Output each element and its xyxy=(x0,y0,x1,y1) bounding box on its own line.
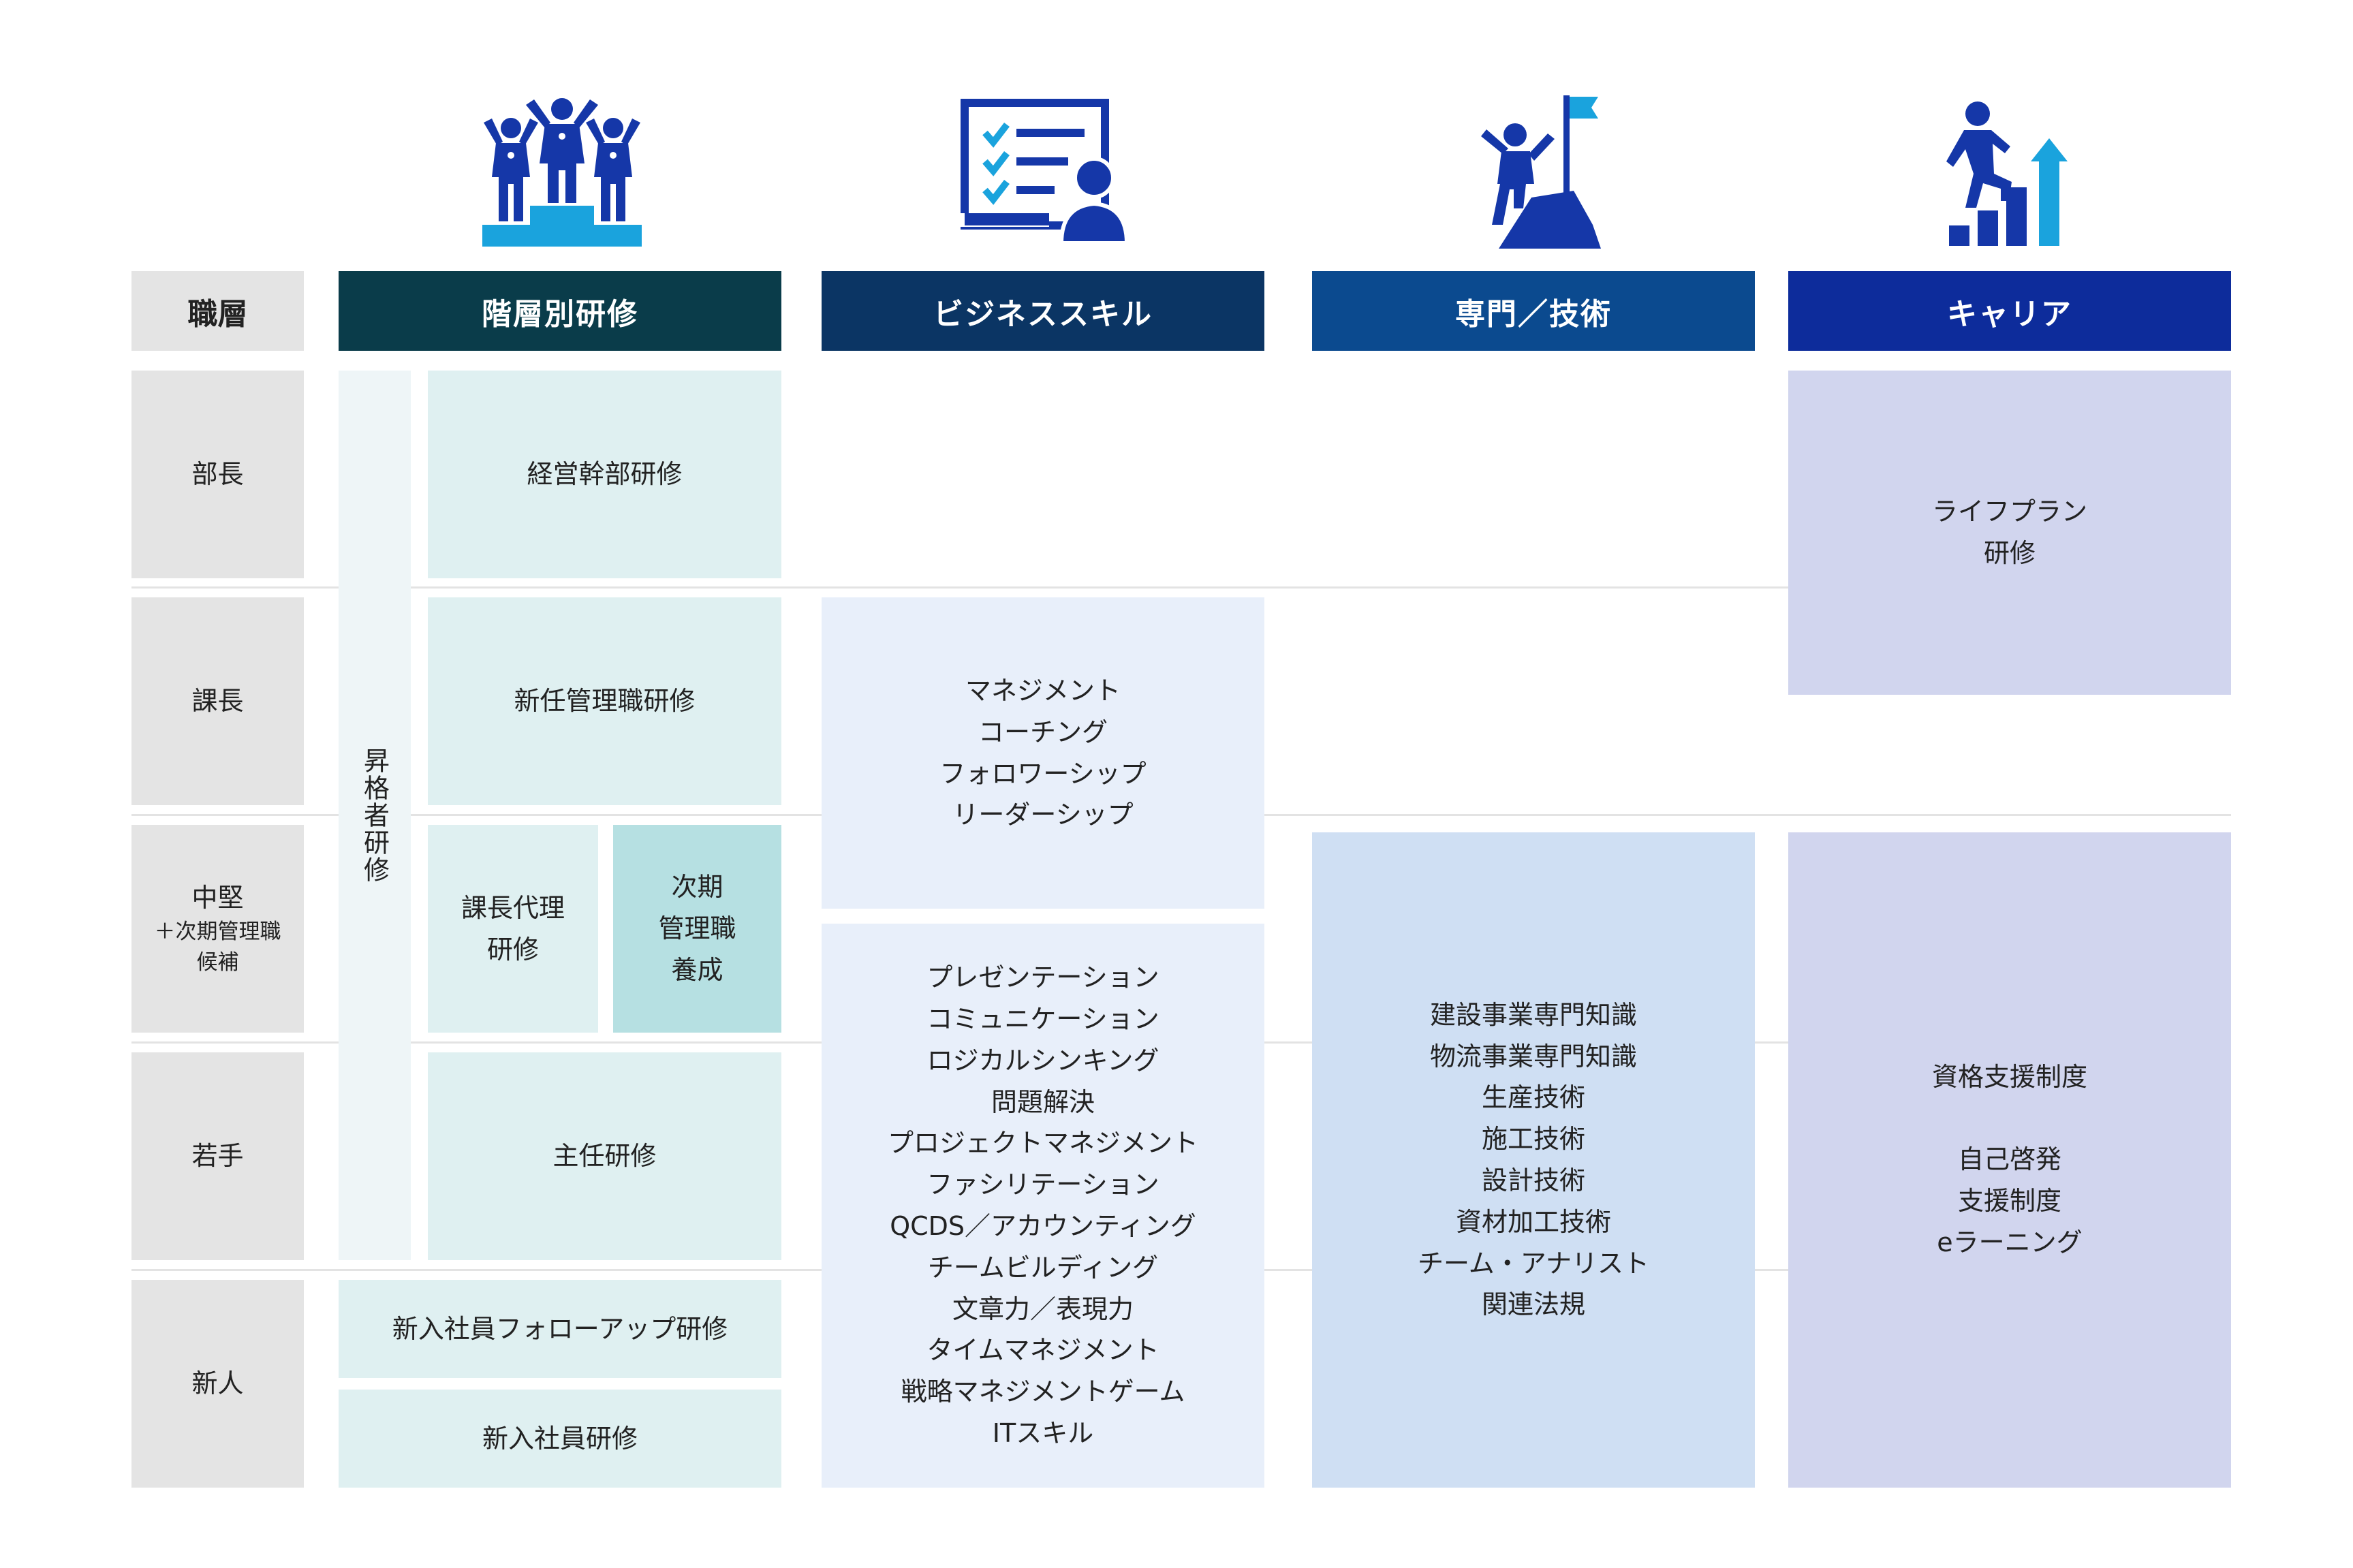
header-business: ビジネススキル xyxy=(822,271,1264,351)
career-item: eラーニング xyxy=(1937,1227,2083,1257)
cell-business-upper: マネジメント コーチング フォロワーシップ リーダーシップ xyxy=(822,597,1264,909)
cell-shinnyu: 新入社員研修 xyxy=(339,1390,781,1488)
header-rank: 職層 xyxy=(131,271,304,351)
senmon-item: 生産技術 xyxy=(1481,1082,1585,1113)
cell-keiei-label: 経営幹部研修 xyxy=(527,459,683,490)
business-item: ITスキル xyxy=(992,1417,1094,1448)
lifeplan-line: 研修 xyxy=(1983,538,2036,568)
business-item: プレゼンテーション xyxy=(926,962,1159,993)
business-item: ファシリテーション xyxy=(926,1170,1159,1200)
business-item: リーダーシップ xyxy=(952,800,1134,830)
senmon-item: 設計技術 xyxy=(1481,1165,1585,1195)
step-up-growth-icon xyxy=(1938,99,2081,249)
business-item: コーチング xyxy=(978,717,1108,747)
cell-jiki-line: 養成 xyxy=(671,954,723,985)
career-item: 自己啓発 xyxy=(1957,1144,2061,1175)
cell-shunin: 主任研修 xyxy=(428,1052,781,1260)
rank-chuken-label: 中堅 xyxy=(191,883,244,913)
header-career-label: キャリア xyxy=(1947,296,2072,332)
header-senmon: 専門／技術 xyxy=(1312,271,1755,351)
rank-shinjin: 新人 xyxy=(131,1280,304,1488)
business-item: コミュニケーション xyxy=(926,1004,1159,1035)
shoukaku-strip: 昇格者研修 xyxy=(339,371,411,1260)
cell-business-lower: プレゼンテーション コミュニケーション ロジカルシンキング 問題解決 プロジェク… xyxy=(822,924,1264,1488)
rank-bucho: 部長 xyxy=(131,371,304,578)
senmon-item: 建設事業専門知識 xyxy=(1429,999,1637,1030)
shoukaku-label: 昇格者研修 xyxy=(359,747,390,883)
rank-bucho-label: 部長 xyxy=(191,458,244,489)
business-item: 戦略マネジメントゲーム xyxy=(901,1377,1185,1407)
header-senmon-label: 専門／技術 xyxy=(1455,296,1612,332)
header-kaisou: 階層別研修 xyxy=(339,271,781,351)
cell-kacho-dairi-line: 研修 xyxy=(486,934,539,965)
lifeplan-line: ライフプラン xyxy=(1931,497,2087,527)
cell-keiei: 経営幹部研修 xyxy=(428,371,781,578)
cell-shinnin: 新任管理職研修 xyxy=(428,597,781,805)
cell-senmon: 建設事業専門知識 物流事業専門知識 生産技術 施工技術 設計技術 資材加工技術 … xyxy=(1312,832,1755,1488)
checklist-person-icon xyxy=(961,99,1131,245)
business-item: 問題解決 xyxy=(991,1086,1095,1117)
business-item: タイムマネジメント xyxy=(926,1335,1159,1366)
cell-shinnin-label: 新任管理職研修 xyxy=(514,686,696,717)
cell-shinnyu-label: 新入社員研修 xyxy=(482,1423,638,1454)
business-item: チームビルディング xyxy=(927,1252,1159,1283)
cell-kacho-dairi-line: 課長代理 xyxy=(461,892,565,923)
senmon-item: 関連法規 xyxy=(1481,1289,1585,1320)
senmon-item: チーム・アナリスト xyxy=(1417,1248,1650,1279)
senmon-item: 物流事業専門知識 xyxy=(1429,1041,1637,1071)
rank-chuken-sub: ＋次期管理職 xyxy=(154,920,281,945)
rank-wakate-label: 若手 xyxy=(191,1140,244,1171)
cell-shunin-label: 主任研修 xyxy=(552,1141,657,1172)
business-item: プロジェクトマネジメント xyxy=(887,1128,1198,1159)
business-item: ロジカルシンキング xyxy=(926,1045,1159,1076)
rank-shinjin-label: 新人 xyxy=(191,1368,244,1398)
business-item: フォロワーシップ xyxy=(939,758,1147,789)
row-divider xyxy=(131,586,2231,589)
cell-jiki: 次期 管理職 養成 xyxy=(613,825,781,1033)
business-item: マネジメント xyxy=(965,675,1121,706)
rank-kacho-label: 課長 xyxy=(191,685,244,716)
senmon-item: 施工技術 xyxy=(1481,1124,1585,1155)
rank-wakate: 若手 xyxy=(131,1052,304,1260)
header-rank-label: 職層 xyxy=(187,296,248,332)
cell-career-support: 資格支援制度 自己啓発 支援制度 eラーニング xyxy=(1788,832,2231,1488)
senmon-item: 資材加工技術 xyxy=(1455,1206,1611,1237)
cell-lifeplan: ライフプラン 研修 xyxy=(1788,371,2231,695)
summit-flag-icon xyxy=(1471,89,1601,249)
rank-kacho: 課長 xyxy=(131,597,304,805)
header-kaisou-label: 階層別研修 xyxy=(482,296,638,332)
cell-kacho-dairi: 課長代理 研修 xyxy=(428,825,598,1033)
podium-team-icon xyxy=(477,95,647,249)
career-item: 資格支援制度 xyxy=(1931,1062,2087,1093)
business-item: 文章力／表現力 xyxy=(952,1293,1134,1324)
cell-jiki-line: 管理職 xyxy=(658,913,736,944)
cell-jiki-line: 次期 xyxy=(671,872,723,903)
header-business-label: ビジネススキル xyxy=(933,296,1153,332)
cell-followup: 新入社員フォローアップ研修 xyxy=(339,1280,781,1378)
rank-chuken: 中堅 ＋次期管理職 候補 xyxy=(131,825,304,1033)
business-item: QCDS／アカウンティング xyxy=(890,1211,1196,1241)
cell-followup-label: 新入社員フォローアップ研修 xyxy=(392,1313,728,1344)
header-career: キャリア xyxy=(1788,271,2231,351)
career-item: 支援制度 xyxy=(1957,1186,2061,1216)
rank-chuken-sub: 候補 xyxy=(196,950,239,975)
